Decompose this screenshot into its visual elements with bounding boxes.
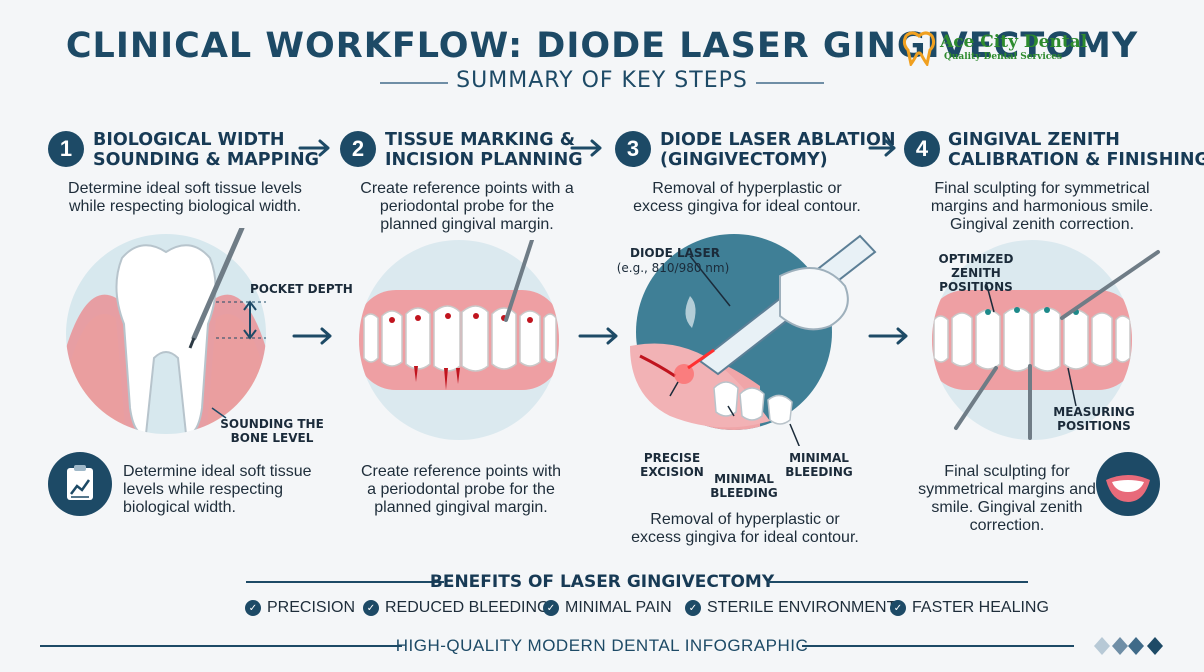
- benefit-item: ✓ STERILE ENVIRONMENT: [685, 598, 896, 618]
- callout-laser-wavelength: (e.g., 810/980 nm): [616, 261, 730, 275]
- step-1-title-line1: BIOLOGICAL WIDTH: [93, 130, 285, 150]
- step-4-title-line2: CALIBRATION & FINISHING: [948, 150, 1204, 170]
- arrow-right-icon: [868, 327, 908, 345]
- checkmark-icon: ✓: [543, 600, 559, 616]
- callout-measuring-positions: MEASURING POSITIONS: [1053, 405, 1135, 433]
- checkmark-icon: ✓: [363, 600, 379, 616]
- step-4-title-line1: GINGIVAL ZENITH: [948, 130, 1120, 150]
- arrow-right-icon: [292, 327, 332, 345]
- step-3-number: 3: [615, 131, 651, 167]
- callout-precise-excision: PRECISE EXCISION: [640, 451, 704, 479]
- step-2-title-line2: INCISION PLANNING: [385, 150, 583, 170]
- benefit-label: PRECISION: [267, 599, 356, 616]
- step-2-description-top: Create reference points with a periodont…: [360, 180, 574, 233]
- checkmark-icon: ✓: [685, 600, 701, 616]
- callout-pocket-depth: POCKET DEPTH: [250, 282, 353, 296]
- brand-logo: Ace City Dental Quality Dental Services: [900, 30, 1087, 68]
- laser-ablation-illustration: [630, 234, 877, 446]
- arrow-right-icon: [578, 327, 618, 345]
- callout-optimized-zenith-positions: OPTIMIZED ZENITH POSITIONS: [938, 252, 1014, 294]
- smile-icon: [1096, 452, 1160, 516]
- step-3-title-line1: DIODE LASER ABLATION: [660, 130, 896, 150]
- arrow-right-icon: [570, 139, 602, 157]
- callout-minimal-bleeding: MINIMAL BLEEDING: [710, 472, 778, 500]
- footer-rule-right: [802, 645, 1074, 647]
- step-4-description-top: Final sculpting for symmetrical margins …: [930, 180, 1154, 233]
- step-3-description-bottom: Removal of hyperplastic or excess gingiv…: [631, 511, 859, 546]
- footer-rule-left: [40, 645, 402, 647]
- benefit-item: ✓ PRECISION: [245, 598, 355, 618]
- zenith-calibration-illustration: [932, 240, 1160, 440]
- callout-diode-laser: DIODE LASER: [630, 246, 720, 260]
- step-3-title-line2: (GINGIVECTOMY): [660, 150, 828, 170]
- step-4-title: GINGIVAL ZENITH CALIBRATION & FINISHING: [948, 130, 1204, 170]
- step-1-number: 1: [48, 131, 84, 167]
- subtitle-rule-right: [756, 82, 824, 84]
- page-subtitle: SUMMARY OF KEY STEPS: [456, 68, 748, 93]
- page-title: CLINICAL WORKFLOW: DIODE LASER GINGIVECT…: [65, 26, 1139, 66]
- tooth-cross-section-illustration: [66, 228, 266, 434]
- diamond-decoration-icon: [1094, 637, 1163, 655]
- step-1-title: BIOLOGICAL WIDTH SOUNDING & MAPPING: [93, 130, 319, 170]
- step-3-description-top: Removal of hyperplastic or excess gingiv…: [633, 180, 861, 215]
- step-3-title: DIODE LASER ABLATION (GINGIVECTOMY): [660, 130, 896, 170]
- benefit-item: ✓ MINIMAL PAIN: [543, 598, 672, 618]
- benefit-label: STERILE ENVIRONMENT: [707, 599, 897, 616]
- step-1-description-top: Determine ideal soft tissue levels while…: [68, 180, 302, 215]
- gum-marking-illustration: [359, 240, 559, 440]
- step-1-description-bottom: Determine ideal soft tissue levels while…: [123, 463, 312, 516]
- benefit-label: FASTER HEALING: [912, 599, 1049, 616]
- benefits-rule-left: [246, 581, 444, 583]
- checkmark-icon: ✓: [890, 600, 906, 616]
- benefits-rule-right: [768, 581, 1028, 583]
- footer-text: HIGH-QUALITY MODERN DENTAL INFOGRAPHIC: [395, 636, 809, 655]
- step-4-description-bottom: Final sculpting for symmetrical margins …: [918, 463, 1096, 534]
- clipboard-chart-icon: [48, 452, 112, 516]
- arrow-right-icon: [868, 139, 896, 157]
- subtitle-rule-left: [380, 82, 448, 84]
- checkmark-icon: ✓: [245, 600, 261, 616]
- step-2-title-line1: TISSUE MARKING &: [385, 130, 575, 150]
- tooth-logo-icon: [902, 31, 936, 68]
- arrow-right-icon: [298, 139, 330, 157]
- step-1-title-line2: SOUNDING & MAPPING: [93, 150, 319, 170]
- benefit-item: ✓ REDUCED BLEEDING: [363, 598, 549, 618]
- benefit-label: REDUCED BLEEDING: [385, 599, 550, 616]
- step-4-number: 4: [904, 131, 940, 167]
- callout-minimal-bleeding-2: MINIMAL BLEEDING: [785, 451, 853, 479]
- step-2-title: TISSUE MARKING & INCISION PLANNING: [385, 130, 583, 170]
- step-2-number: 2: [340, 131, 376, 167]
- benefit-label: MINIMAL PAIN: [565, 599, 672, 616]
- callout-sounding-bone-level: SOUNDING THE BONE LEVEL: [220, 417, 324, 445]
- logo-tagline: Quality Dental Services: [944, 52, 1063, 62]
- step-2-description-bottom: Create reference points with a periodont…: [360, 463, 562, 516]
- logo-name: Ace City Dental: [940, 32, 1088, 52]
- benefit-item: ✓ FASTER HEALING: [890, 598, 1049, 618]
- benefits-title: BENEFITS OF LASER GINGIVECTOMY: [429, 572, 775, 592]
